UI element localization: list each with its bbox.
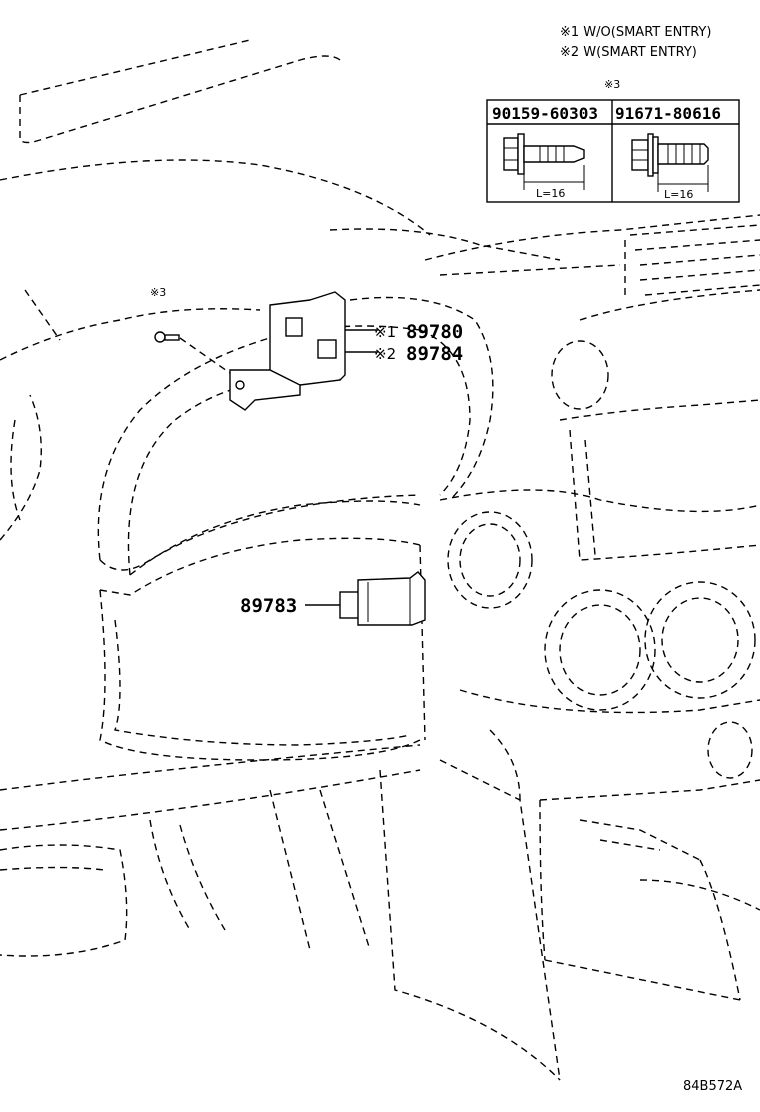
unlock-warning-switch xyxy=(305,571,426,626)
table-ref-mark: ※3 xyxy=(604,78,620,91)
center-stack xyxy=(439,340,760,861)
flange-bolt-icon xyxy=(503,133,585,190)
notes: ※1 W/O(SMART ENTRY) ※2 W(SMART ENTRY) xyxy=(560,25,711,60)
cluster-panel xyxy=(0,537,426,831)
table-part-2: 91671-80616 xyxy=(615,104,721,123)
lower-console xyxy=(0,759,760,1081)
bolt-ref-mark: ※3 xyxy=(150,286,166,299)
receiver-part-2: 89784 xyxy=(406,343,463,365)
dashboard-right xyxy=(329,214,760,321)
receiver-part-1: 89780 xyxy=(406,321,463,343)
door-control-receiver xyxy=(229,291,378,411)
table-length-1: L=16 xyxy=(536,187,565,200)
meter-hood xyxy=(0,296,494,576)
table-length-2: L=16 xyxy=(664,188,693,201)
fastener-table xyxy=(486,99,740,203)
table-part-1: 90159-60303 xyxy=(492,104,598,123)
windshield-outline xyxy=(0,39,431,361)
note-1: ※1 W/O(SMART ENTRY) xyxy=(560,25,711,40)
receiver-mark-1: ※1 xyxy=(374,323,396,341)
switch-part: 89783 xyxy=(240,595,297,617)
note-2: ※2 W(SMART ENTRY) xyxy=(560,45,697,60)
figure-id: 84B572A xyxy=(683,1079,742,1094)
washer-bolt-icon xyxy=(631,133,709,192)
receiver-mark-2: ※2 xyxy=(374,345,396,363)
bolt-icon xyxy=(154,331,241,381)
